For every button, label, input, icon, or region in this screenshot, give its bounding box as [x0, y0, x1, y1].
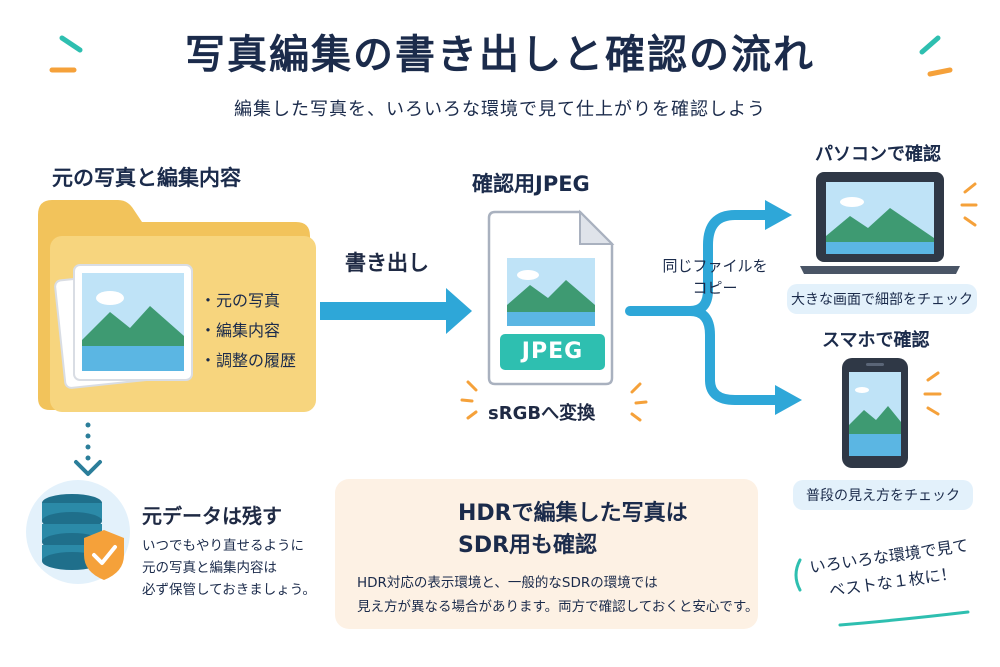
smartphone-icon: [842, 358, 908, 468]
sparkle-pc-icon: [960, 182, 978, 227]
hdr-title-line: SDR用も確認: [458, 533, 598, 558]
hdr-body: HDR対応の表示環境と、一般的なSDRの環境では 見え方が異なる場合があります。…: [357, 571, 759, 619]
source-item-list: 元の写真 編集内容 調整の履歴: [200, 286, 296, 376]
source-heading: 元の写真と編集内容: [52, 166, 241, 190]
hdr-title-line: HDRで編集した写真は: [458, 501, 688, 526]
list-item: 調整の履歴: [200, 346, 296, 376]
copy-branch-arrows-icon: [625, 210, 780, 405]
hdr-title: HDRで編集した写真は SDR用も確認: [458, 498, 688, 562]
page-title: 写真編集の書き出しと確認の流れ: [185, 32, 815, 78]
sparkle-jpeg-right-icon: [630, 382, 648, 422]
list-item: 編集内容: [200, 316, 296, 346]
hdr-body-line: HDR対応の表示環境と、一般的なSDRの環境では: [357, 575, 658, 591]
keep-body-line: 必ず保管しておきましょう。: [142, 582, 316, 598]
sparkle-left-icon: [49, 35, 83, 73]
srgb-caption: sRGBへ変換: [488, 403, 596, 424]
note-bracket-icon: [794, 558, 802, 592]
phone-heading: スマホで確認: [822, 330, 930, 351]
keep-body-line: いつでもやり直せるように: [142, 538, 304, 554]
export-label: 書き出し: [345, 251, 429, 275]
page-subtitle: 編集した写真を、いろいろな環境で見て仕上がりを確認しよう: [234, 99, 766, 120]
sparkle-jpeg-left-icon: [460, 380, 478, 420]
pc-pill: 大きな画面で細部をチェック: [787, 284, 977, 314]
sparkle-right-icon: [919, 35, 953, 77]
jpeg-badge: JPEG: [500, 334, 605, 370]
note-underline-icon: [838, 610, 970, 627]
database-shield-icon: [26, 480, 130, 584]
hdr-callout: [335, 479, 758, 629]
copy-label-line2: コピー: [692, 279, 738, 297]
photo-stack-icon: [54, 264, 193, 389]
dotted-down-arrow-icon: [74, 422, 102, 476]
jpeg-heading: 確認用JPEG: [472, 172, 590, 196]
laptop-icon: [800, 172, 960, 274]
keep-title: 元データは残す: [142, 504, 282, 528]
keep-body-line: 元の写真と編集内容は: [142, 560, 277, 576]
copy-label: 同じファイルを コピー: [660, 255, 770, 299]
pc-heading: パソコンで確認: [815, 144, 941, 165]
sparkle-phone-icon: [923, 371, 942, 416]
keep-body: いつでもやり直せるように 元の写真と編集内容は 必ず保管しておきましょう。: [142, 535, 316, 601]
phone-pill: 普段の見え方をチェック: [793, 480, 973, 510]
list-item: 元の写真: [200, 286, 296, 316]
export-arrow-icon: [320, 288, 472, 334]
hdr-body-line: 見え方が異なる場合があります。両方で確認しておくと安心です。: [357, 599, 759, 615]
copy-label-line1: 同じファイルを: [662, 257, 768, 275]
